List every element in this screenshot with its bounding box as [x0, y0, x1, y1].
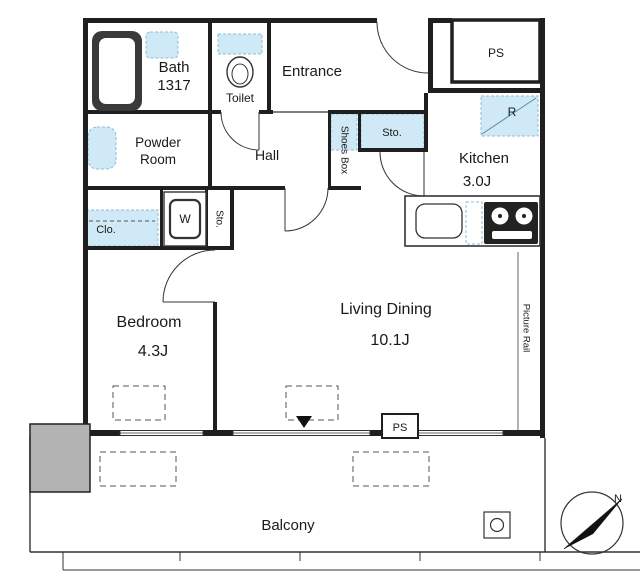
entrance-label: Entrance [282, 63, 342, 80]
washer-label: W [179, 212, 191, 226]
bath-label: Bath [159, 59, 190, 76]
shoes-box-label: Shoes Box [338, 126, 349, 174]
stove-grill [492, 231, 532, 239]
bathtub [92, 31, 142, 111]
kitchen-counter [404, 195, 541, 247]
compass-circle [560, 491, 624, 555]
toilet-door-arc [220, 111, 260, 151]
powder-sink [87, 126, 117, 170]
bathtub-inner [99, 38, 135, 104]
washer-body [168, 198, 202, 240]
dashed-markers [99, 385, 430, 487]
balcony-sides [29, 435, 546, 552]
powder-room-label-2: Room [140, 152, 176, 167]
doors [162, 21, 429, 303]
windows [119, 430, 504, 436]
powder-room-label-1: Powder [135, 135, 181, 150]
balcony-drain [483, 511, 511, 539]
hall-living-door-arc [284, 187, 329, 232]
toilet-cistern [217, 33, 263, 55]
fridge-diagonal [481, 97, 537, 135]
washing-machine [163, 191, 207, 247]
toilet-label: Toilet [226, 91, 255, 105]
highlight-areas [85, 31, 539, 247]
storage-upper-area [360, 113, 425, 151]
picture-rail-label: Picture Rail [520, 304, 531, 353]
toilet-bowl-inner [231, 63, 249, 85]
room-labels: Bath 1317 Toilet Entrance PS Powder Room… [96, 46, 531, 534]
living-dining-label: Living Dining [340, 301, 432, 318]
toilet-bowl-outer [226, 56, 254, 88]
hall-label: Hall [255, 147, 279, 163]
ps-top-label: PS [488, 46, 504, 60]
closet-area [85, 209, 159, 247]
kitchen-sink [415, 203, 463, 239]
kitchen-hatch-outline [465, 201, 483, 245]
stove-burner-right-center [522, 214, 526, 218]
drain-circle [489, 517, 505, 533]
stove-burner-left-center [498, 214, 502, 218]
bedroom-label: Bedroom [117, 314, 182, 331]
pillar [29, 423, 91, 493]
railing-ticks [62, 552, 541, 570]
bedroom-dashed-marker [112, 385, 166, 421]
living-dashed-marker [285, 385, 339, 421]
living-size-label: 10.1J [370, 332, 409, 349]
ps-bottom-label: PS [393, 422, 408, 434]
balcony-dashed-marker-left [99, 451, 177, 487]
compass-needle-icon [564, 499, 622, 549]
bath-size-label: 1317 [157, 77, 190, 94]
kitchen-size-label: 3.0J [463, 173, 491, 190]
compass-north-label: N [614, 493, 622, 505]
bath-counter [145, 31, 179, 59]
ps-top-box [450, 18, 542, 84]
bedroom-door-arc [162, 249, 216, 303]
storage-upper-label: Sto. [382, 127, 402, 139]
ps-bottom-box [381, 413, 419, 439]
fridge-label: R [508, 105, 517, 119]
entrance-door-arc [376, 21, 429, 74]
toilet-bowl [226, 56, 254, 88]
kitchen-label: Kitchen [459, 150, 509, 167]
direction-triangle [296, 416, 312, 428]
bedroom-size-label: 4.3J [138, 343, 168, 360]
balcony-outline [29, 435, 640, 571]
closet-label: Clo. [96, 224, 116, 236]
balcony-dashed-marker-right [352, 451, 430, 487]
storage-door-arc [379, 151, 425, 197]
balcony-label: Balcony [261, 517, 315, 534]
compass: N [560, 491, 624, 555]
storage-mid-label: Sto. [213, 210, 224, 228]
